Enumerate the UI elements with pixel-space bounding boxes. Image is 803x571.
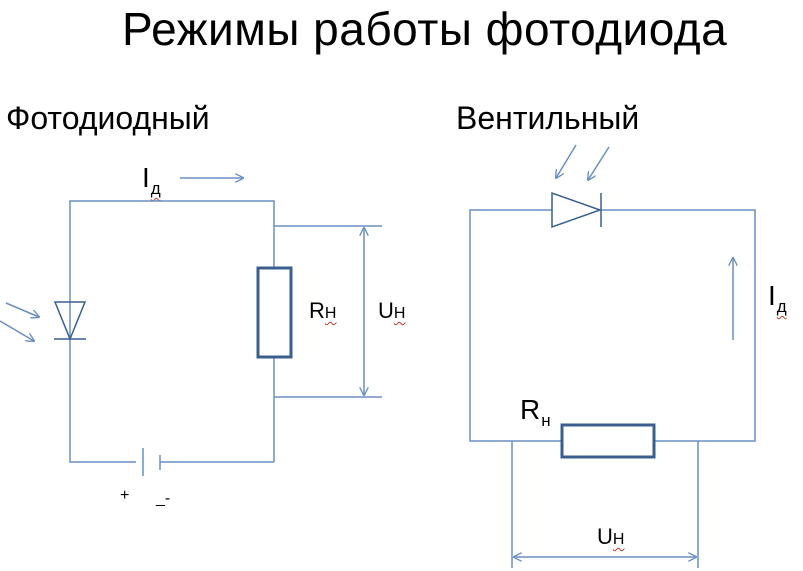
left-load-resistor xyxy=(256,266,293,359)
right-light-ray-1 xyxy=(556,144,577,178)
left-current-subscript: д xyxy=(150,179,161,198)
battery-minus-label: _- xyxy=(156,490,171,507)
right-load-resistor xyxy=(560,423,656,459)
left-resistor-subscript: Н xyxy=(324,305,337,322)
left-light-ray-2 xyxy=(0,320,34,341)
left-current-letter: I xyxy=(142,162,150,193)
right-photodiode xyxy=(551,191,603,229)
right-voltage-letter: U xyxy=(597,524,613,549)
right-light-ray-2 xyxy=(588,146,610,180)
right-circuit-wire-top-left xyxy=(469,209,562,442)
right-current-subscript: д xyxy=(776,297,787,316)
photodiode-mode-heading: Фотодиодный xyxy=(6,100,210,136)
left-photodiode xyxy=(53,301,87,341)
left-voltage-subscript: Н xyxy=(393,305,406,322)
right-circuit xyxy=(469,144,756,568)
right-voltage-subscript: Н xyxy=(612,531,625,548)
right-current-letter: I xyxy=(768,280,776,311)
right-resistor-letter: R xyxy=(520,394,541,425)
left-resistor-label: RН xyxy=(309,298,336,324)
right-circuit-wire-top-right xyxy=(601,209,756,442)
right-voltage-label: UН xyxy=(597,524,624,550)
left-circuit xyxy=(0,178,382,476)
slide-title: Режимы работы фотодиода xyxy=(122,3,728,55)
right-resistor-label: Rн xyxy=(520,394,551,431)
right-current-label: Iд xyxy=(768,280,787,317)
right-resistor-subscript: н xyxy=(541,411,551,430)
gate-mode-heading: Вентильный xyxy=(456,100,640,136)
left-resistor-letter: R xyxy=(309,298,325,323)
left-circuit-wire xyxy=(69,200,275,463)
left-voltage-label: UН xyxy=(378,298,405,324)
left-current-label: Iд xyxy=(142,162,161,199)
left-voltage-letter: U xyxy=(378,298,394,323)
battery-plus-label: + xyxy=(120,487,130,504)
left-light-ray-1 xyxy=(5,302,39,317)
